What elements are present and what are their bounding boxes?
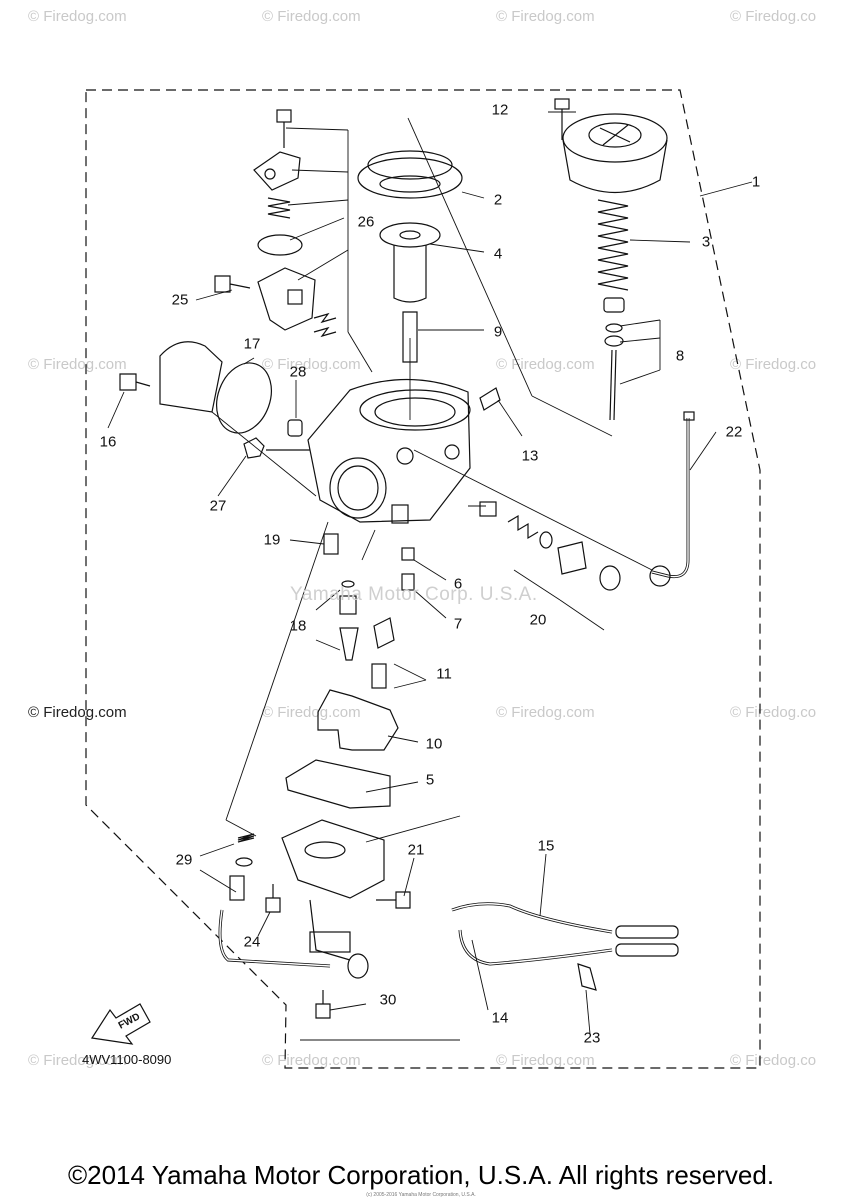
jet-7 <box>401 573 415 591</box>
cover-assembly <box>253 109 337 338</box>
watermark: © Firedog.com <box>28 356 127 373</box>
diagram-code: 4WV1100-8090 <box>82 1052 172 1067</box>
carburetor-body <box>307 378 471 524</box>
screw-24 <box>265 884 281 913</box>
float-10 <box>317 689 399 751</box>
callout-6: 6 <box>453 575 463 593</box>
screw-30 <box>315 990 331 1019</box>
watermark: © Firedog.co <box>730 8 817 25</box>
top-cap <box>562 113 668 194</box>
screw-12 <box>554 98 570 140</box>
holder-9 <box>402 311 418 363</box>
callout-23: 23 <box>583 1029 601 1047</box>
watermark: © Firedog.com <box>496 8 595 25</box>
callout-25: 25 <box>171 291 189 309</box>
spring-29 <box>237 833 255 843</box>
callout-14: 14 <box>491 1009 509 1027</box>
callout-7: 7 <box>453 615 463 633</box>
callout-21: 21 <box>407 841 425 859</box>
callout-11: 11 <box>436 665 452 683</box>
jet-19 <box>323 533 339 555</box>
watermark: © Firedog.com <box>262 704 361 721</box>
hose-22 <box>651 418 690 579</box>
callout-17: 17 <box>243 335 261 353</box>
callout-19: 19 <box>263 531 281 549</box>
piston-4 <box>379 222 441 303</box>
nut-27 <box>243 437 310 459</box>
callout-15: 15 <box>537 837 555 855</box>
watermark: © Firedog.com <box>496 704 595 721</box>
copyright-notice: ©2014 Yamaha Motor Corporation, U.S.A. A… <box>67 1160 775 1190</box>
screw-21 <box>376 891 411 909</box>
callout-12: 12 <box>491 101 509 119</box>
watermark: © Firedog.co <box>730 704 817 721</box>
overlay-watermark: Yamaha Motor Corp. U.S.A. <box>290 584 538 605</box>
float-valve-11 <box>371 617 395 689</box>
callout-4: 4 <box>493 245 503 263</box>
callout-29: 29 <box>175 851 193 869</box>
callout-27: 27 <box>209 497 227 515</box>
watermark: © Firedog.com <box>262 1052 361 1069</box>
callout-18: 18 <box>289 617 307 635</box>
callout-3: 3 <box>701 233 711 251</box>
watermark: © Firedog.com <box>262 356 361 373</box>
bolt-16 <box>119 373 151 391</box>
leader-lines <box>107 111 753 1041</box>
callout-24: 24 <box>243 933 261 951</box>
assembly-boundary <box>85 89 761 1069</box>
spring-3 <box>597 199 629 291</box>
watermark: © Firedog.com <box>262 8 361 25</box>
watermark: © Firedog.com <box>28 704 127 721</box>
callout-22: 22 <box>725 423 743 441</box>
callout-5: 5 <box>425 771 435 789</box>
screw-25 <box>214 275 251 293</box>
clip-23 <box>577 963 597 991</box>
watermark: © Firedog.co <box>730 356 817 373</box>
diaphragm-2 <box>357 150 463 199</box>
callout-2: 2 <box>493 191 503 209</box>
watermark: © Firedog.com <box>496 1052 595 1069</box>
callout-20: 20 <box>529 611 547 629</box>
gasket-5 <box>285 759 391 809</box>
callout-30: 30 <box>379 991 397 1009</box>
callout-16: 16 <box>99 433 117 451</box>
callout-9: 9 <box>493 323 503 341</box>
callout-8: 8 <box>675 347 685 365</box>
watermark: © Firedog.co <box>730 1052 817 1069</box>
gasket-plate <box>159 341 223 413</box>
watermark: © Firedog.com <box>28 8 127 25</box>
fwd-arrow-icon <box>90 1003 151 1045</box>
callout-1: 1 <box>751 173 761 191</box>
callout-13: 13 <box>521 447 539 465</box>
watermark: © Firedog.com <box>496 356 595 373</box>
needle-8 <box>603 297 625 421</box>
jet-6 <box>401 547 415 561</box>
float-bowl <box>281 819 385 979</box>
fitting-28 <box>287 419 303 437</box>
callout-28: 28 <box>289 363 307 381</box>
tiny-print: (c) 2005-2016 Yamaha Motor Corporation, … <box>366 1192 476 1198</box>
fitting-13 <box>479 387 501 411</box>
needle-jet-18 <box>339 580 359 661</box>
air-screw-20 <box>479 501 671 591</box>
drain-hose <box>218 909 331 968</box>
callout-10: 10 <box>425 735 443 753</box>
oring-17 <box>216 362 272 434</box>
callout-26: 26 <box>357 213 375 231</box>
watermark: © Firedog.com <box>28 1052 127 1069</box>
